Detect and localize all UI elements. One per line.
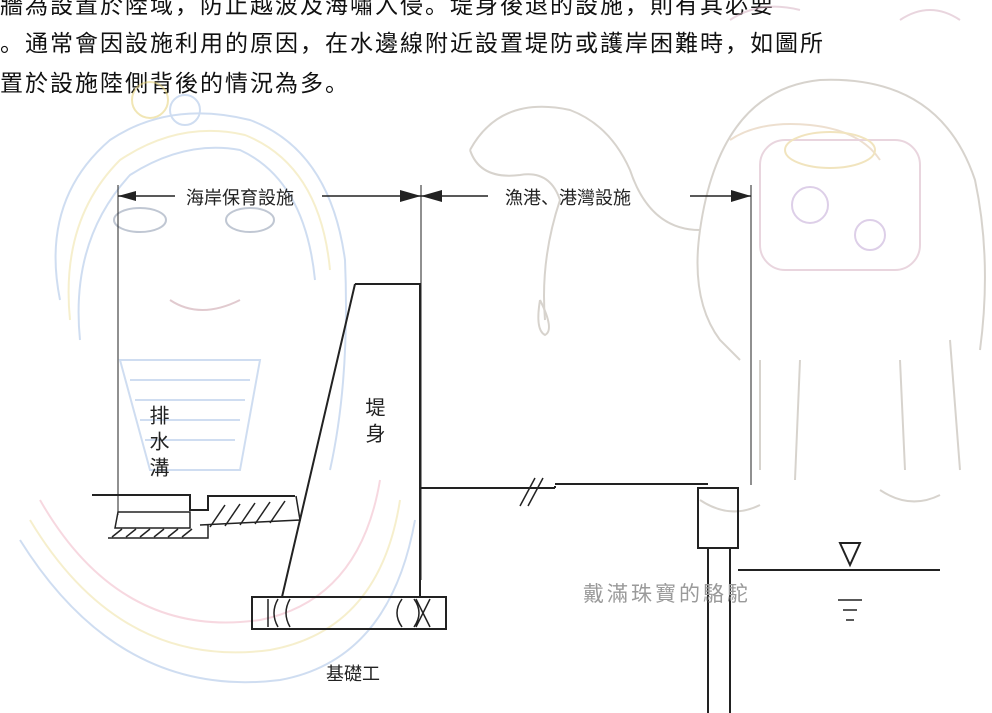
pharaoh-sketch xyxy=(19,81,416,684)
paragraph-line-3: 置於設施陸側背後的情況為多。 xyxy=(0,71,350,97)
harbor-label: 漁港、港灣設施 xyxy=(505,188,631,209)
drainage-label: 排水溝 xyxy=(146,405,170,483)
embankment-label: 堤身 xyxy=(362,397,386,449)
watermark: 戴滿珠寶的駱駝 xyxy=(583,582,751,606)
paragraph-line-2: 。通常會因設施利用的原因，在水邊線附近設置堤防或護岸困難時，如圖所 xyxy=(0,31,825,57)
coastal-protection-label: 海岸保育設施 xyxy=(186,188,294,209)
camel-sketch xyxy=(469,5,986,513)
seawall-drawing xyxy=(92,185,940,713)
foundation-label: 基礎工 xyxy=(326,664,380,685)
hatching xyxy=(111,500,286,538)
paragraph-line-1: 牆為設置於陸域，防止越波及海嘯入侵。堤身後退的設施，則有其必要 xyxy=(0,0,775,19)
